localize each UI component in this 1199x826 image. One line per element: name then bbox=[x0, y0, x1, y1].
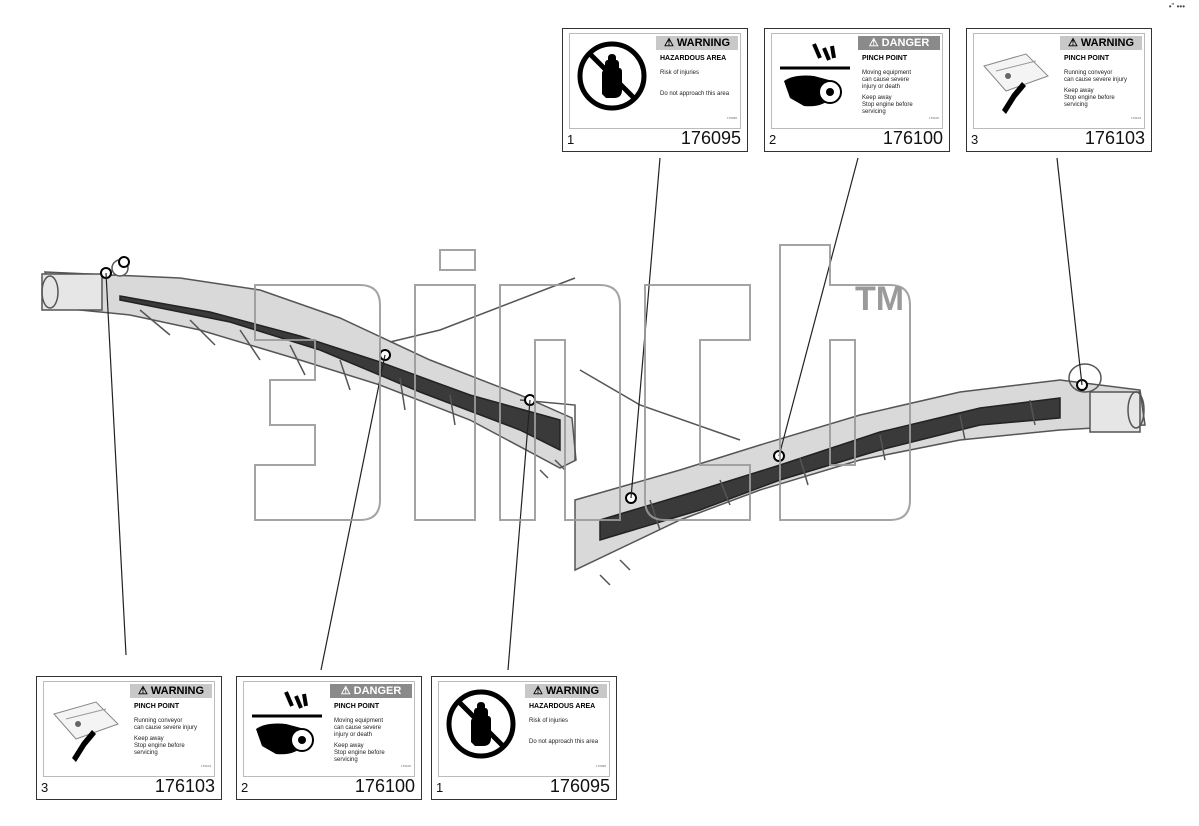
item-number: 2 bbox=[769, 132, 777, 147]
hazard-title: HAZARDOUS AREA bbox=[660, 55, 727, 62]
part-number: 176103 bbox=[154, 776, 215, 796]
item-number: 3 bbox=[971, 132, 979, 147]
decal-code: 176103 bbox=[1130, 116, 1141, 120]
conveyor-hand-icon bbox=[46, 684, 126, 772]
signal-word: ⚠ WARNING bbox=[1060, 36, 1142, 50]
hazard-text: can cause severe injury bbox=[1064, 77, 1128, 83]
hazard-text: Running conveyor bbox=[134, 718, 183, 724]
hazard-text: injury or death bbox=[862, 84, 901, 90]
hazard-text: Keep away bbox=[862, 95, 892, 101]
hazard-text: can cause severe injury bbox=[134, 725, 198, 731]
hazard-text: Moving equipment bbox=[334, 718, 384, 724]
item-number: 2 bbox=[241, 780, 249, 795]
hazard-title: HAZARDOUS AREA bbox=[529, 703, 596, 710]
decal-code: 176095 bbox=[595, 764, 606, 768]
corner-mark: •" ••• bbox=[1168, 2, 1185, 11]
part-number: 176095 bbox=[549, 776, 610, 796]
part-number: 176100 bbox=[882, 128, 943, 148]
signal-word: ⚠ DANGER bbox=[330, 684, 412, 698]
no-entry-hand-icon bbox=[572, 36, 652, 124]
hazard-title: PINCH POINT bbox=[134, 703, 180, 710]
hazard-text: Moving equipment bbox=[862, 70, 912, 76]
watermark-logo bbox=[254, 244, 911, 521]
watermark-tm: TM bbox=[855, 280, 904, 318]
decal-code: 176100 bbox=[400, 764, 411, 768]
decal-code: 176095 bbox=[726, 116, 737, 120]
hazard-text: Running conveyor bbox=[1064, 70, 1113, 76]
hazard-title: PINCH POINT bbox=[1064, 55, 1110, 62]
part-number: 176103 bbox=[1084, 128, 1145, 148]
signal-word: ⚠ WARNING bbox=[656, 36, 738, 50]
hazard-text: Keep away bbox=[334, 743, 364, 749]
conveyor-hand-icon bbox=[976, 36, 1056, 124]
signal-word: ⚠ WARNING bbox=[130, 684, 212, 698]
part-number: 176100 bbox=[354, 776, 415, 796]
part-number: 176095 bbox=[680, 128, 741, 148]
no-entry-hand-icon bbox=[441, 684, 521, 772]
hazard-text: Keep away bbox=[134, 736, 164, 742]
hazard-text: Stop engine before bbox=[134, 743, 185, 749]
item-number: 1 bbox=[567, 132, 575, 147]
signal-word: ⚠ DANGER bbox=[858, 36, 940, 50]
hazard-text: can cause severe bbox=[334, 725, 382, 731]
hazard-text: Do not approach this area bbox=[660, 91, 730, 97]
hazard-title: PINCH POINT bbox=[862, 55, 908, 62]
hazard-text: Risk of injuries bbox=[529, 718, 569, 724]
pinch-point-hand-icon bbox=[246, 684, 326, 772]
hazard-text: Do not approach this area bbox=[529, 739, 599, 745]
signal-word: ⚠ WARNING bbox=[525, 684, 607, 698]
item-number: 3 bbox=[41, 780, 49, 795]
decal-code: 176100 bbox=[928, 116, 939, 120]
hazard-text: servicing bbox=[1064, 102, 1088, 108]
hazard-text: Stop engine before bbox=[334, 750, 385, 756]
hazard-text: servicing bbox=[334, 757, 358, 763]
hazard-text: Keep away bbox=[1064, 88, 1094, 94]
decal-code: 176103 bbox=[200, 764, 211, 768]
left-conveyor bbox=[41, 259, 577, 479]
hazard-text: Stop engine before bbox=[1064, 95, 1115, 101]
hazard-text: servicing bbox=[134, 750, 158, 756]
right-conveyor bbox=[574, 363, 1146, 586]
hazard-title: PINCH POINT bbox=[334, 703, 380, 710]
hazard-text: injury or death bbox=[334, 732, 373, 738]
hazard-text: can cause severe bbox=[862, 77, 910, 83]
hazard-text: Stop engine before bbox=[862, 102, 913, 108]
hazard-text: servicing bbox=[862, 109, 886, 115]
hazard-text: Risk of injuries bbox=[660, 70, 700, 76]
pinch-point-hand-icon bbox=[774, 36, 854, 124]
item-number: 1 bbox=[436, 780, 444, 795]
